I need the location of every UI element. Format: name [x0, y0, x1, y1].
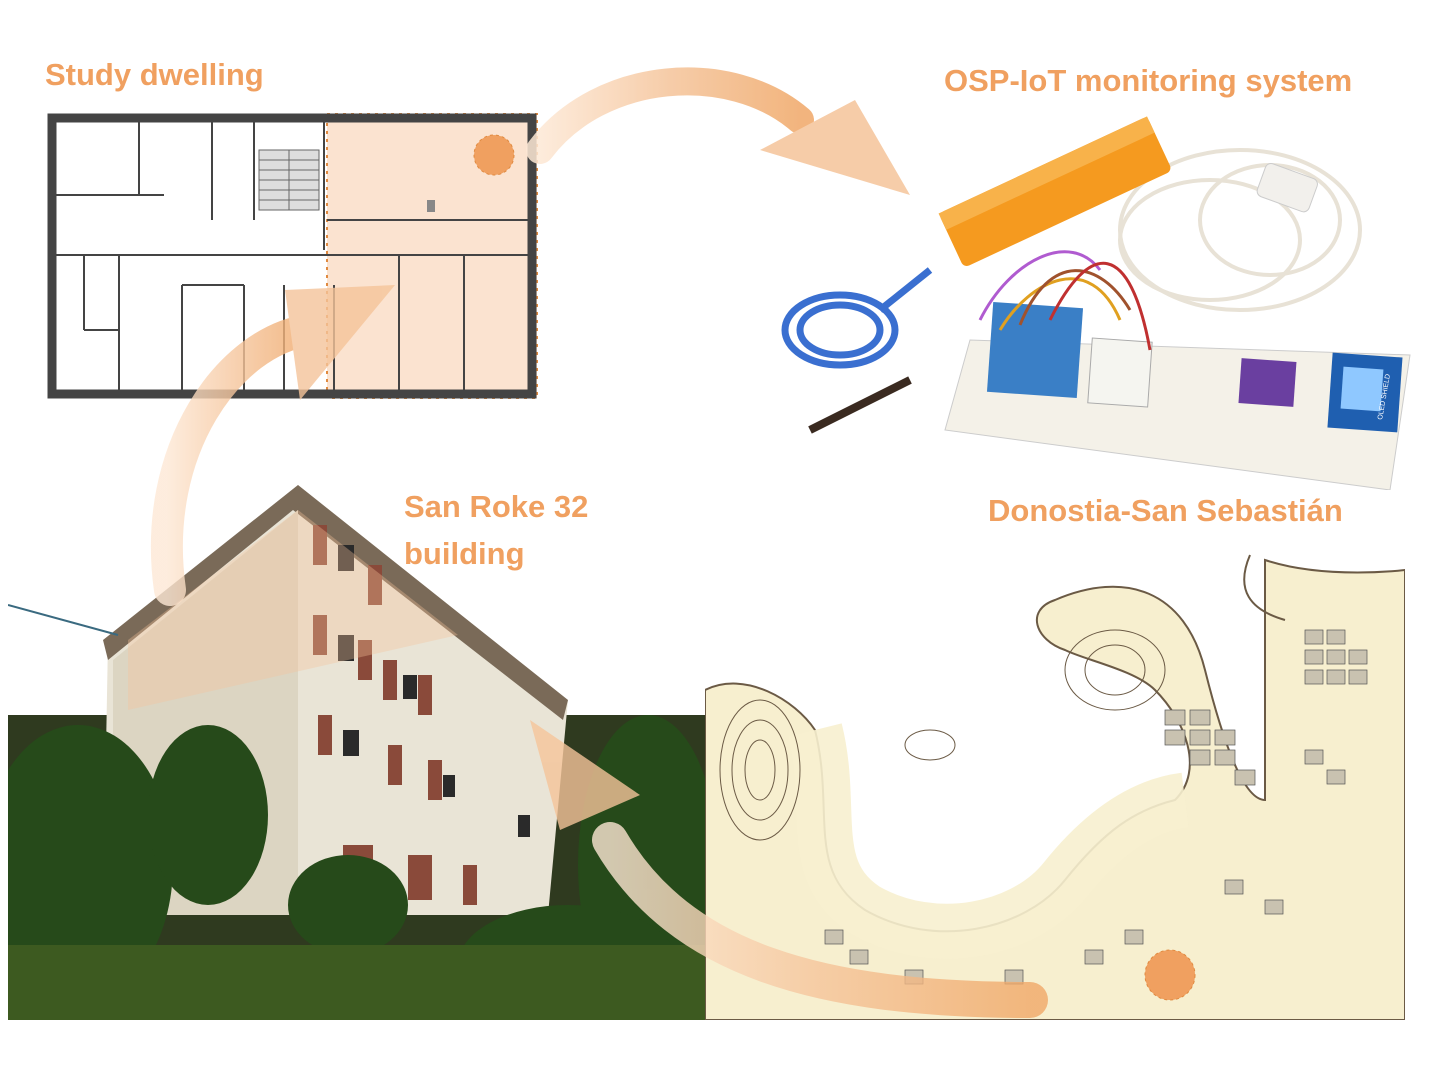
fixture — [427, 200, 435, 212]
san-roke-label-line1: San Roke 32 — [404, 489, 589, 524]
staircase — [258, 149, 320, 211]
floor-plan-icon — [47, 113, 538, 399]
cable-sensor — [1256, 162, 1318, 213]
sensor-location-marker — [473, 134, 515, 176]
donostia-label: Donostia-San Sebastián — [988, 493, 1343, 528]
river-bank — [1243, 554, 1286, 621]
dwelling-highlight-overlay — [128, 510, 458, 710]
ct-clamp-icon — [781, 267, 933, 369]
location-marker — [1144, 949, 1196, 1001]
san-roke-label: San Roke 32 building — [404, 484, 588, 577]
san-roke-label-line2: building — [404, 535, 525, 571]
city-map-icon — [705, 554, 1405, 1020]
windows — [338, 545, 530, 837]
roof — [103, 485, 568, 720]
power-line — [8, 604, 119, 636]
lawn — [8, 945, 720, 1020]
power-bank-icon — [938, 116, 1171, 266]
study-dwelling-label: Study dwelling — [45, 57, 264, 92]
iot-device-icon: OLED SHIELD — [781, 116, 1411, 490]
jumper-wires — [978, 250, 1152, 351]
osp-iot-label: OSP-IoT monitoring system — [944, 63, 1353, 98]
breadboard-icon: OLED SHIELD — [944, 301, 1411, 490]
building-photo-icon — [8, 485, 720, 1020]
temperature-probe — [808, 376, 912, 434]
